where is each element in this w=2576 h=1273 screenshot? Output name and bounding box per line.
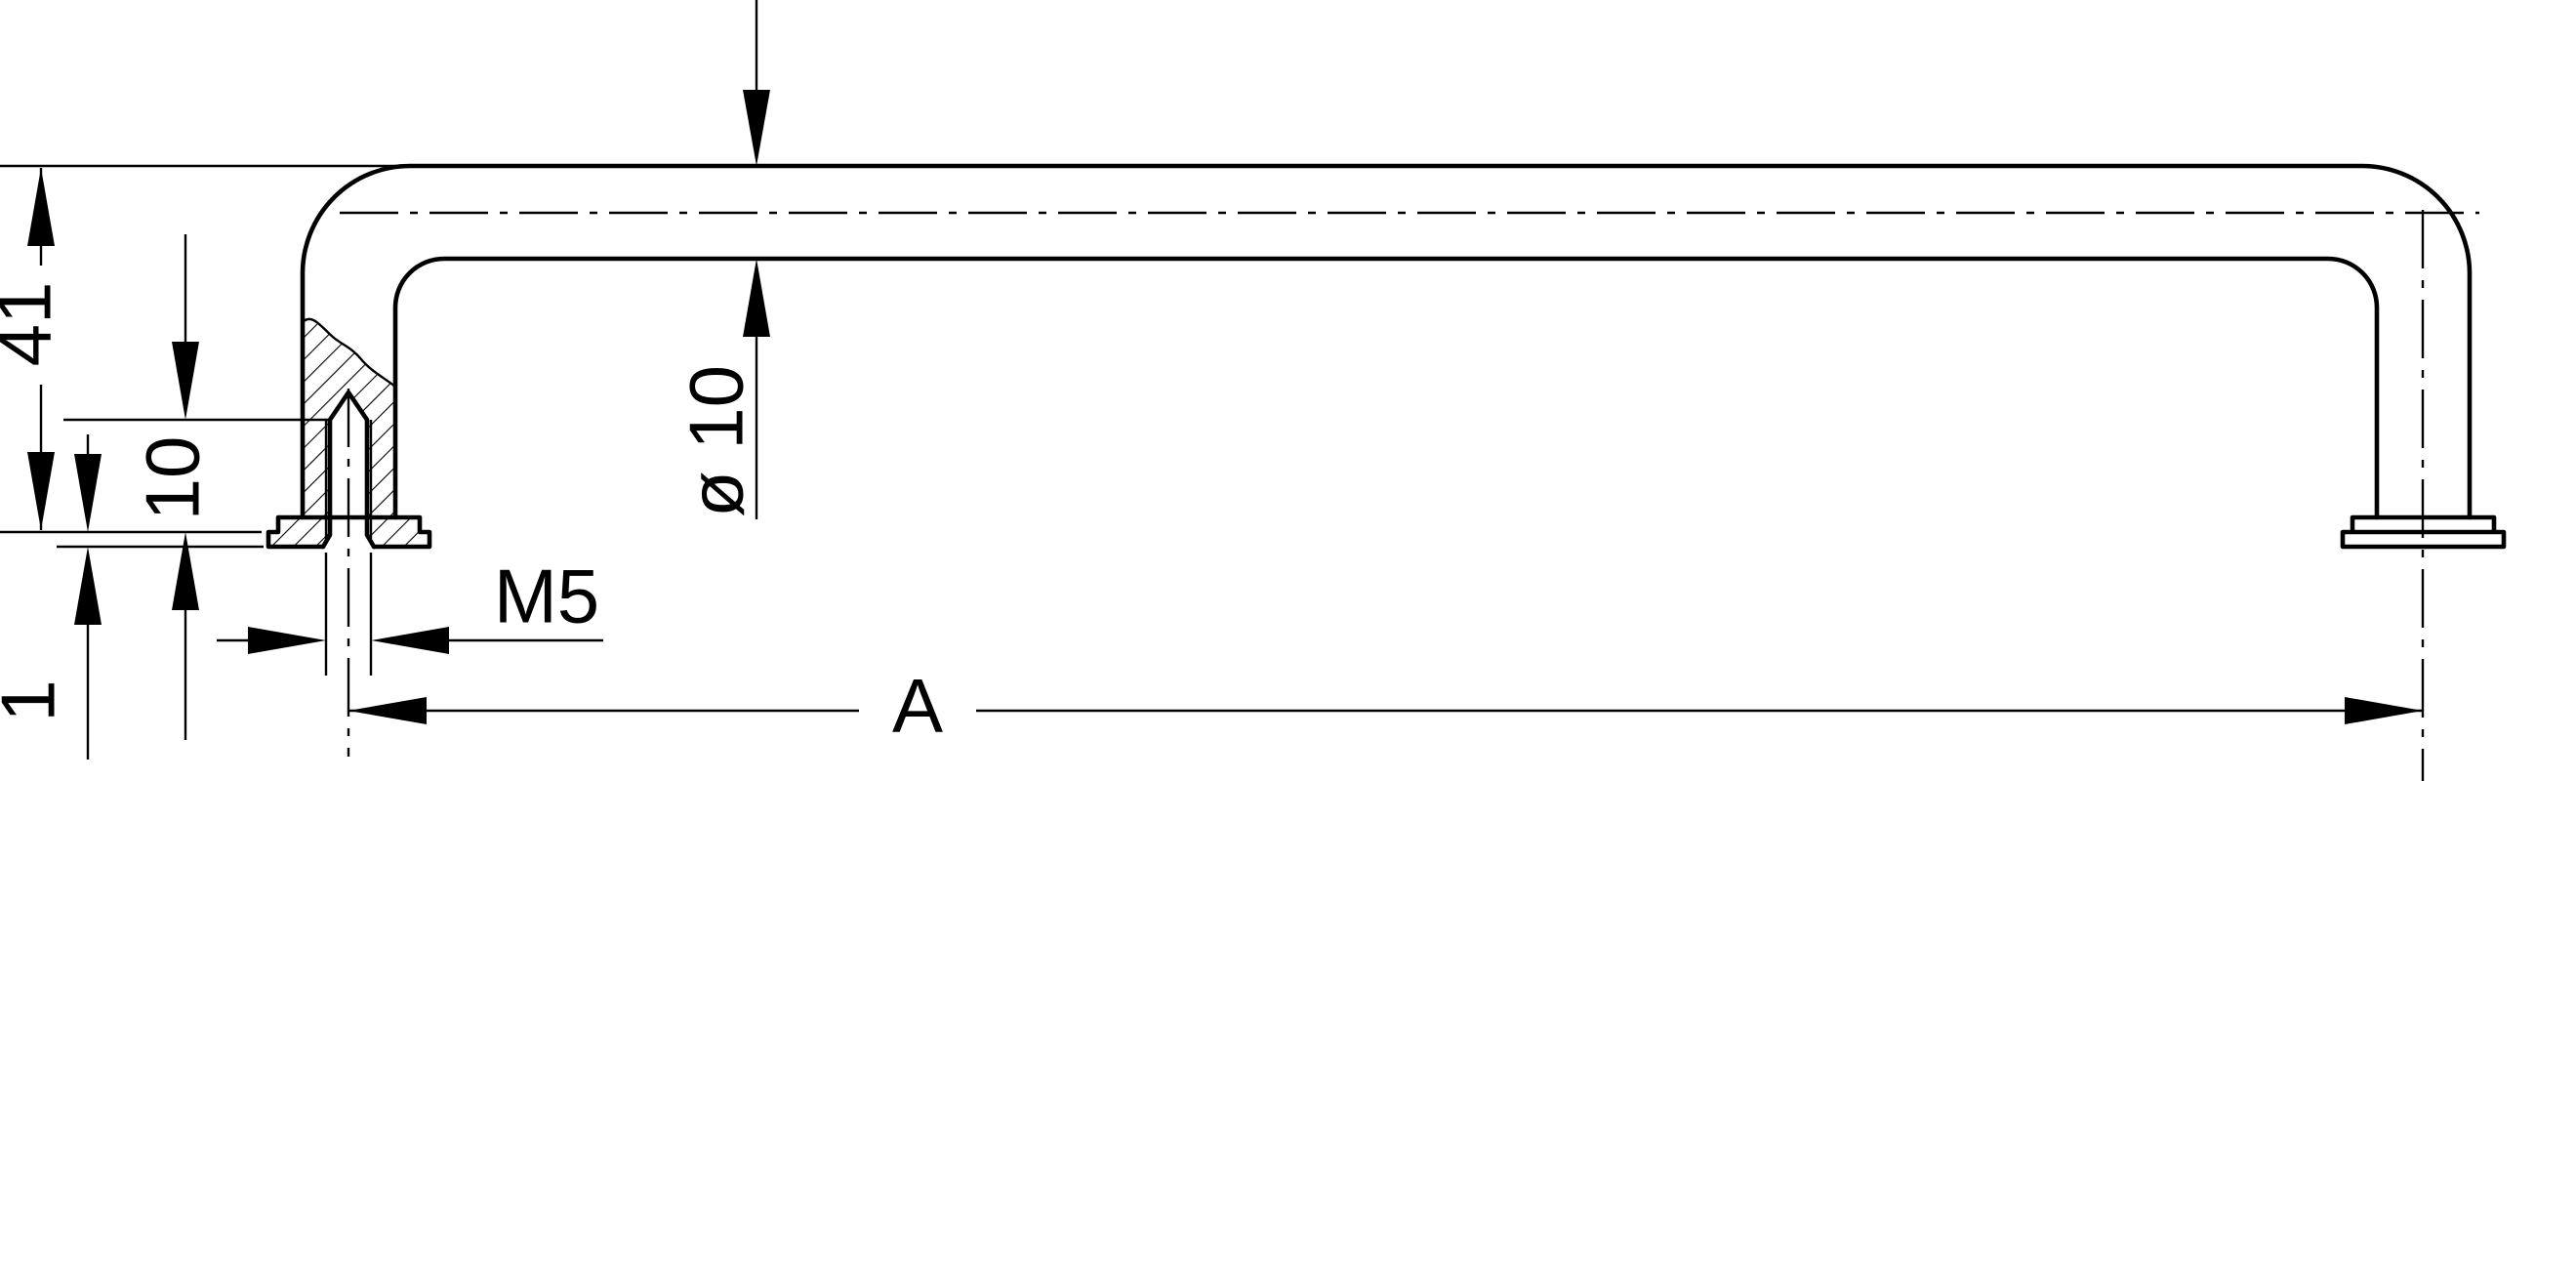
dim-center-distance-arrowhead-right <box>2345 697 2423 724</box>
centerlines <box>340 210 2479 781</box>
dim-flange-thickness-label: 1 <box>0 679 70 721</box>
dim-tube-diameter-lower-arrowhead <box>743 259 770 337</box>
dim-center-distance: A <box>348 662 2423 752</box>
left-foot-outline <box>266 514 432 550</box>
dim-total-height-arrowhead-top <box>27 168 55 246</box>
thread-hole-core <box>320 390 377 550</box>
hatch-region <box>268 318 429 547</box>
dim-tube-diameter-label: ø 10 <box>673 365 758 517</box>
dim-thread-size-right-arrowhead <box>371 627 449 654</box>
section-hatching <box>268 318 429 547</box>
dim-thread-size: M5 <box>217 553 603 676</box>
break-line <box>302 317 396 388</box>
dim-total-height-label: 41 <box>0 282 66 367</box>
dim-center-distance-label-mask <box>872 662 963 752</box>
dim-center-distance-label: A <box>892 662 943 748</box>
dim-flange-thickness: 1 <box>0 434 264 760</box>
right-foot-outline <box>2340 514 2507 550</box>
dim-thread-size-label: M5 <box>494 553 599 638</box>
right-foot <box>2340 514 2507 550</box>
dim-tube-diameter-upper-arrowhead <box>743 90 770 166</box>
dim-thread-size-left-arrowhead <box>248 627 326 654</box>
handle-inner-contour <box>392 256 2380 520</box>
dim-center-distance-arrowhead-left <box>348 697 427 724</box>
dim-thread-depth-lower-arrowhead <box>172 532 199 610</box>
left-foot <box>266 514 432 550</box>
dim-thread-depth: 10 <box>63 234 328 740</box>
dim-thread-depth-label: 10 <box>129 436 215 521</box>
dim-flange-thickness-upper-arrowhead <box>74 454 102 532</box>
handle-outline <box>300 163 2473 520</box>
thread-hole <box>320 390 377 550</box>
thread-hole-thread-lines <box>324 420 373 539</box>
dim-flange-thickness-lower-arrowhead <box>74 547 102 625</box>
dim-total-height-arrowhead-bottom <box>27 452 55 530</box>
dim-total-height: 41 <box>0 164 408 534</box>
dim-total-height-label-mask <box>0 266 66 385</box>
dim-tube-diameter: ø 10 <box>673 0 770 519</box>
handle-outer-contour <box>300 163 2473 520</box>
dim-thread-depth-upper-arrowhead <box>172 342 199 420</box>
